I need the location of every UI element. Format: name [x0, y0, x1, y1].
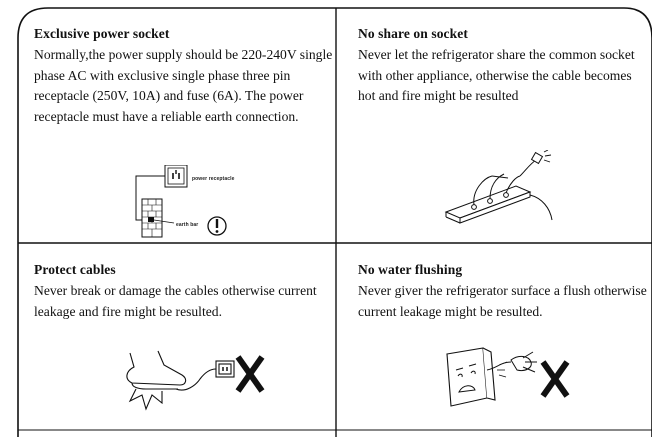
safety-warning-grid: Exclusive power socket Normally,the powe… [16, 0, 652, 437]
section-title: Exclusive power socket [34, 26, 170, 41]
section-no-share-on-socket: No share on socket Never let the refrige… [358, 26, 648, 107]
brick-wall-icon [141, 198, 163, 238]
section-body: Never giver the refrigerator surface a f… [358, 283, 647, 319]
prohibited-x-icon [540, 360, 570, 398]
wall-outlet-icon [164, 165, 188, 188]
section-body: Never break or damage the cables otherwi… [34, 283, 317, 319]
prohibited-x-icon [235, 355, 265, 393]
foot-stepping-cable-icon [126, 350, 265, 411]
section-title: No share on socket [358, 26, 468, 41]
earth-connection-diagram [135, 165, 227, 238]
section-exclusive-power-socket: Exclusive power socket Normally,the powe… [34, 26, 334, 127]
section-title: No water flushing [358, 262, 463, 277]
fridge-sprayed-water-icon [446, 347, 570, 407]
wall-outlet-icon [215, 360, 235, 378]
power-strip-sparks-icon [444, 150, 553, 224]
section-protect-cables: Protect cables Never break or damage the… [34, 262, 334, 322]
warning-exclamation-icon [207, 216, 227, 236]
section-title: Protect cables [34, 262, 116, 277]
power-receptacle-label: power receptacle [192, 176, 235, 182]
section-body: Normally,the power supply should be 220-… [34, 47, 333, 124]
earth-bar-label: earth bar [176, 222, 199, 228]
section-body: Never let the refrigerator share the com… [358, 47, 635, 103]
grid-lines [17, 7, 652, 437]
section-no-water-flushing: No water flushing Never giver the refrig… [358, 262, 648, 322]
